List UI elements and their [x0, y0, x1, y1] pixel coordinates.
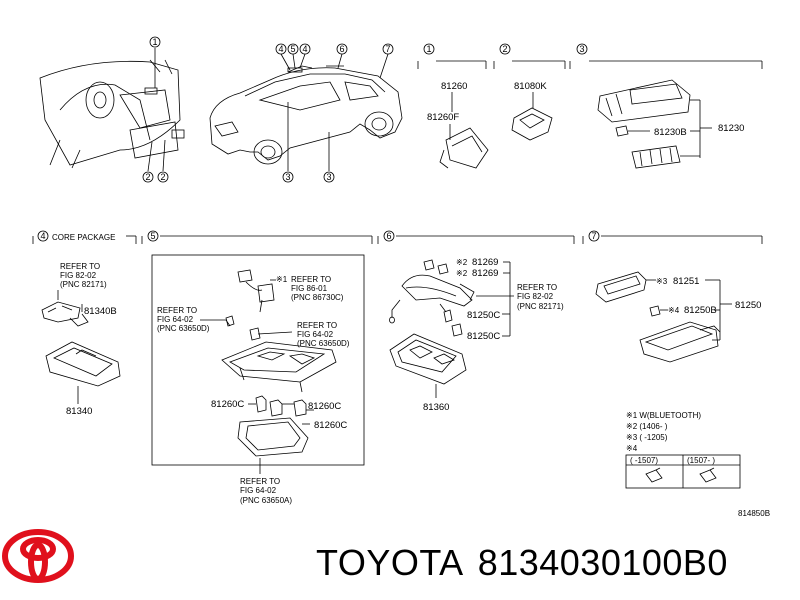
part-81250C-b: 81250C — [467, 331, 500, 342]
callout-5-car: 5 — [287, 43, 299, 69]
svg-text:4: 4 — [302, 44, 307, 54]
legend-4: ※4 — [626, 444, 638, 453]
refer-5d-line3: (PNC 63650A) — [240, 496, 292, 505]
legend-3: ※3 ( -1205) — [626, 433, 668, 442]
section-4-number: 4 — [40, 231, 45, 241]
section-3: 3 81230B 81230 — [569, 43, 763, 169]
callout-3-car-a: 3 — [282, 102, 294, 183]
refer-5b-line1: REFER TO — [157, 306, 197, 315]
svg-text:1: 1 — [152, 37, 157, 47]
callout-1-dashboard: 1 — [149, 36, 161, 88]
svg-text:7: 7 — [385, 44, 390, 54]
mark-2a: ※2 — [456, 258, 468, 267]
section-2-number: 2 — [502, 44, 507, 54]
brand-part-number: TOYOTA 8134030100B0 — [316, 542, 742, 584]
part-81250B: 81250B — [684, 305, 717, 316]
section-2: 2 81080K — [493, 43, 566, 141]
callout-6-car: 6 — [336, 43, 348, 69]
refer-5d-line1: REFER TO — [240, 477, 280, 486]
svg-text:2: 2 — [160, 172, 165, 182]
section-5: 5 ※1 REFER TO FIG 86-01 (PNC 86730C) REF… — [141, 230, 373, 505]
mark-1: ※1 — [276, 275, 288, 284]
callout-4b-car: 4 — [299, 43, 311, 69]
refer-5c-line3: (PNC 63650D) — [297, 339, 350, 348]
legend-2: ※2 (1406- ) — [626, 422, 668, 431]
part-81269-a: 81269 — [472, 257, 498, 268]
section-4: 4 CORE PACKAGE REFER TO FIG 82-02 (PNC 8… — [32, 230, 137, 417]
refer-5a-line2: FIG 86-01 — [291, 284, 328, 293]
part-81260C-b: 81260C — [308, 401, 341, 412]
part-81230: 81230 — [718, 123, 744, 134]
core-package-label: CORE PACKAGE — [52, 233, 115, 242]
refer-5b-line3: (PNC 63650D) — [157, 324, 210, 333]
section-1-number: 1 — [426, 44, 431, 54]
parts-diagram: 1 2 2 4 5 4 6 — [32, 36, 770, 518]
legend-col-1: ( -1507) — [630, 456, 658, 465]
part-number: 8134030100B0 — [477, 542, 728, 583]
callout-2-dashboard-b: 2 — [157, 139, 169, 183]
section-6: 6 ※2 81269 ※2 81269 REFER TO FIG 82-02 (… — [377, 230, 575, 413]
refer-6-line1: REFER TO — [517, 283, 557, 292]
figure-code: 814850B — [738, 509, 770, 518]
refer-5a-line1: REFER TO — [291, 275, 331, 284]
svg-text:3: 3 — [285, 172, 290, 182]
callout-4-car: 4 — [275, 43, 291, 71]
toyota-emblem-icon — [2, 529, 74, 583]
part-81250: 81250 — [735, 300, 761, 311]
part-81340: 81340 — [66, 406, 92, 417]
refer-4-line3: (PNC 82171) — [60, 280, 107, 289]
refer-4-line1: REFER TO — [60, 262, 100, 271]
refer-6-line3: (PNC 82171) — [517, 302, 564, 311]
callout-3-car-b: 3 — [323, 132, 335, 183]
part-81260C-a: 81260C — [211, 399, 244, 410]
part-81260: 81260 — [441, 81, 467, 92]
mark-4: ※4 — [668, 306, 680, 315]
part-81360: 81360 — [423, 402, 449, 413]
section-5-number: 5 — [150, 231, 155, 241]
part-81340B: 81340B — [84, 306, 117, 317]
part-81250C-a: 81250C — [467, 310, 500, 321]
section-3-number: 3 — [579, 44, 584, 54]
refer-5a-line3: (PNC 86730C) — [291, 293, 344, 302]
part-81260C-c: 81260C — [314, 420, 347, 431]
bulb-icon-b — [699, 467, 717, 483]
legend: ※1 W(BLUETOOTH) ※2 (1406- ) ※3 ( -1205) … — [625, 411, 741, 489]
svg-text:6: 6 — [339, 44, 344, 54]
bulb-icon-a — [645, 467, 663, 483]
car-illustration — [209, 65, 403, 165]
part-81230B: 81230B — [654, 127, 687, 138]
legend-col-2: (1507- ) — [687, 456, 715, 465]
brand-name: TOYOTA — [316, 542, 464, 583]
part-81080K: 81080K — [514, 81, 547, 92]
mark-2b: ※2 — [456, 269, 468, 278]
svg-text:3: 3 — [326, 172, 331, 182]
part-81269-b: 81269 — [472, 268, 498, 279]
part-81251: 81251 — [673, 276, 699, 287]
refer-5b-line2: FIG 64-02 — [157, 315, 194, 324]
svg-text:4: 4 — [278, 44, 283, 54]
mark-3: ※3 — [656, 277, 668, 286]
section-6-number: 6 — [386, 231, 391, 241]
refer-5d-line2: FIG 64-02 — [240, 486, 277, 495]
callout-7-car: 7 — [379, 43, 394, 79]
section-1: 1 81260 81260F — [417, 43, 489, 169]
dashboard-illustration — [39, 59, 185, 169]
part-81260F: 81260F — [427, 112, 459, 123]
callout-2-dashboard-a: 2 — [142, 141, 154, 183]
section-7-number: 7 — [591, 231, 596, 241]
legend-1: ※1 W(BLUETOOTH) — [626, 411, 701, 420]
refer-6-line2: FIG 82-02 — [517, 292, 554, 301]
section-7: 7 ※3 81251 ※4 81250B 81250 — [582, 230, 763, 363]
refer-5c-line1: REFER TO — [297, 321, 337, 330]
svg-text:5: 5 — [290, 44, 295, 54]
refer-5c-line2: FIG 64-02 — [297, 330, 334, 339]
svg-text:2: 2 — [145, 172, 150, 182]
refer-4-line2: FIG 82-02 — [60, 271, 97, 280]
